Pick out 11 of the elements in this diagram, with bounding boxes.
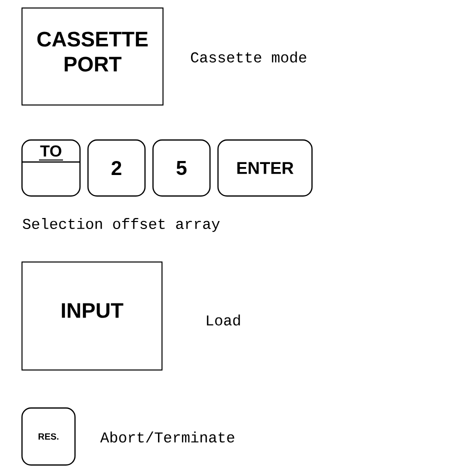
caption-text: Selection offset array: [22, 218, 220, 232]
keyboard-key: TO: [21, 139, 81, 197]
keyboard-key: 2: [87, 139, 146, 197]
keyboard-key: ENTER: [217, 139, 313, 197]
keyboard-key: RES.: [21, 407, 76, 466]
caption-text: Cassette mode: [191, 51, 306, 63]
key-panel: INPUT: [22, 262, 162, 370]
keyboard-key: 5: [152, 139, 211, 197]
caption-text: Abort/Terminate: [100, 432, 234, 442]
caption-text: Load: [206, 314, 240, 326]
key-panel: CASSETTE PORT: [22, 8, 164, 106]
